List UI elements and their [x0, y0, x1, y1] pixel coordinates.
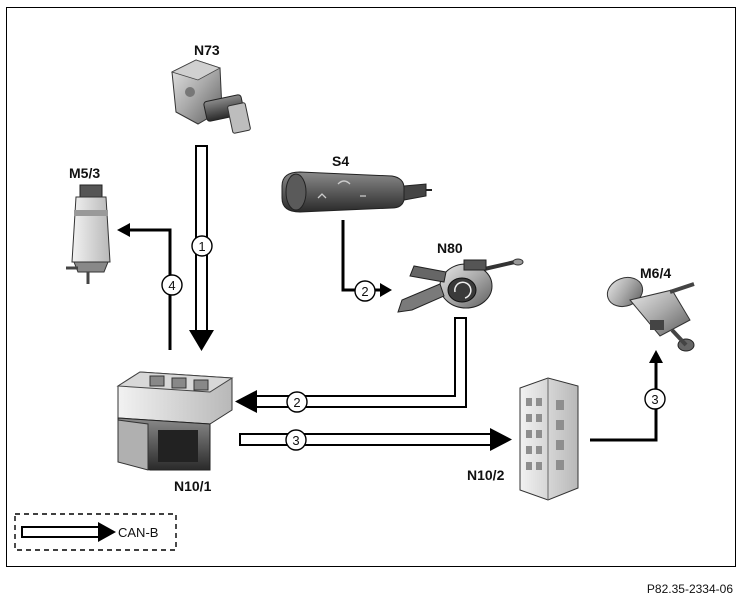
circle-4: 4 [161, 274, 183, 296]
figure-reference: P82.35-2334-06 [647, 582, 733, 596]
can-b-arrow-2 [235, 317, 467, 413]
path-number-3a: 3 [292, 433, 299, 448]
circle-2b: 2 [286, 391, 308, 413]
label-m5-3: M5/3 [69, 165, 100, 181]
label-n80: N80 [437, 240, 463, 256]
can-b-arrow-3 [239, 428, 512, 451]
path-number-1: 1 [198, 239, 205, 254]
circle-3a: 3 [285, 429, 307, 451]
steering-column-module-n80-illustration [397, 258, 524, 313]
path-number-3b: 3 [651, 392, 658, 407]
label-n10-1: N10/1 [174, 478, 212, 494]
label-m6-4: M6/4 [640, 265, 671, 281]
label-n73: N73 [194, 42, 220, 58]
label-s4: S4 [332, 153, 349, 169]
rear-sam-n10-2-illustration [519, 377, 579, 501]
legend: CAN-B [14, 513, 177, 551]
path-number-2a: 2 [361, 284, 368, 299]
path-number-4: 4 [168, 278, 175, 293]
washer-pump-m5-3-illustration [66, 184, 111, 284]
line-arrow-4 [117, 223, 172, 350]
label-n10-2: N10/2 [467, 467, 505, 483]
legend-can-b-label: CAN-B [118, 525, 158, 540]
circle-3b: 3 [644, 388, 666, 410]
line-arrow-3-n10-2-m6-4 [590, 350, 663, 442]
front-sam-n10-1-illustration [116, 371, 234, 471]
path-number-2b: 2 [293, 395, 300, 410]
combination-switch-s4-illustration [281, 171, 432, 213]
ignition-switch-n73-illustration [170, 59, 251, 134]
circle-2a: 2 [354, 280, 376, 302]
rear-wiper-motor-m6-4-illustration [606, 276, 695, 352]
circle-1: 1 [191, 235, 213, 257]
